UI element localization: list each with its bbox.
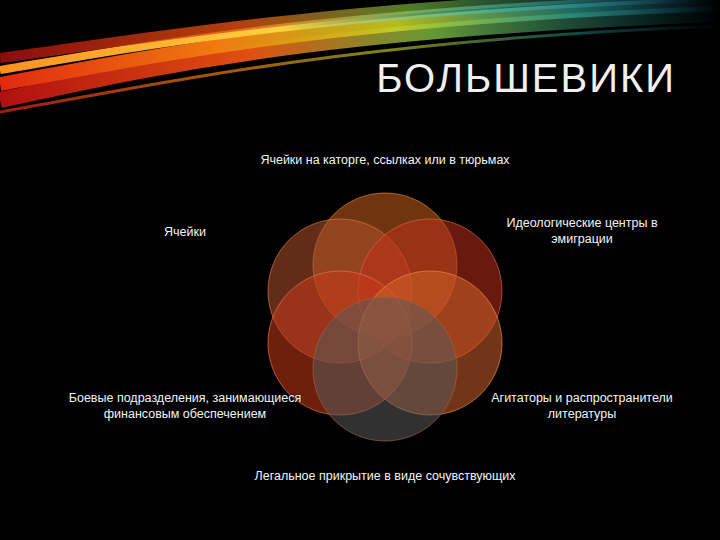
circle-label: Идеологические центры в эмиграции	[497, 215, 667, 248]
petal-circle: Легальное прикрытие в виде сочувствующих	[312, 296, 458, 442]
circle-label: Боевые подразделения, занимающиеся финан…	[40, 390, 330, 423]
circle-shape	[312, 296, 458, 442]
circle-label: Легальное прикрытие в виде сочувствующих	[205, 468, 565, 484]
slide-title: БОЛЬШЕВИКИ	[376, 56, 676, 101]
circle-outline	[313, 297, 457, 441]
circle-label: Агитаторы и распространители литературы	[467, 390, 697, 423]
circle-label: Ячейки на каторге, ссылках или в тюрьмах	[205, 152, 565, 168]
circle-label: Ячейки	[115, 224, 255, 240]
